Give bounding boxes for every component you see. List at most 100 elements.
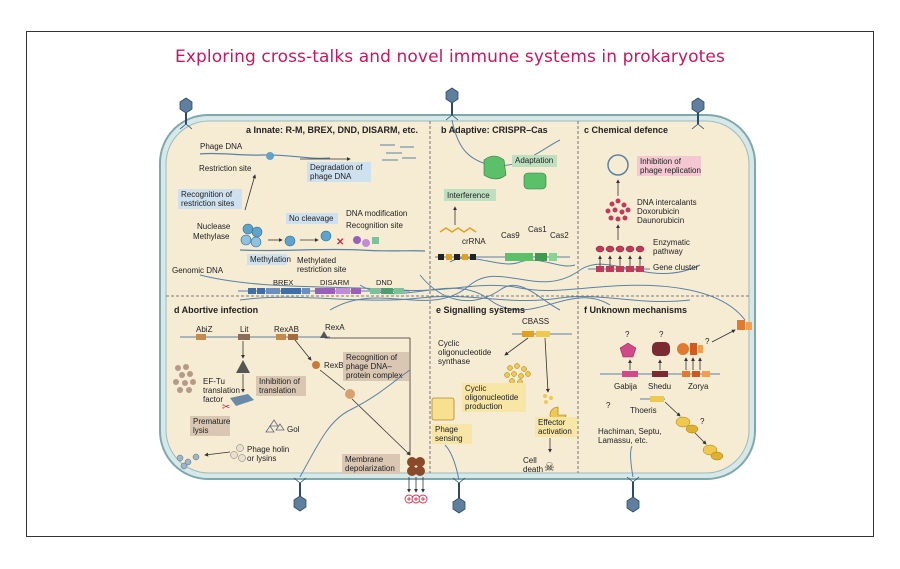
- gene-cluster-label: Gene cluster: [653, 263, 699, 272]
- shedu-label: Shedu: [648, 382, 671, 391]
- cas9-label: Cas9: [501, 231, 520, 240]
- phage-genome-ring-icon: [607, 154, 629, 176]
- crrna-label: crRNA: [462, 237, 486, 246]
- unknown-systems-gene-clusters: [622, 371, 710, 377]
- daunorubicin-label: Daunorubicin: [637, 216, 684, 225]
- thoeris-gene: [650, 396, 664, 402]
- expression-arrows: [628, 357, 702, 370]
- lit-label: Lit: [240, 325, 249, 334]
- dna-fragments-icon: [380, 144, 416, 161]
- dna-modification-proteins-icon: [353, 236, 379, 247]
- panel-f-header: f Unknown mechanisms: [584, 305, 687, 315]
- brex-gene-cluster: [248, 288, 310, 294]
- cyclic-production-label-2: oligonucleotide: [465, 393, 519, 402]
- methylated-label-1: Methylated: [297, 256, 336, 265]
- other-systems-label-2: Lamassu, etc.: [598, 436, 648, 445]
- scissors-icon: ✂: [222, 402, 230, 413]
- figure-title: Exploring cross-talks and novel immune s…: [175, 47, 725, 67]
- panel-a-header: a Innate: R-M, BREX, DND, DISARM, etc.: [246, 125, 418, 135]
- phage-icon: [293, 477, 307, 512]
- membrane-label-2: depolarization: [345, 464, 395, 473]
- recognition-complex-label-1: Recognition of: [346, 353, 398, 362]
- cell-death-label-1: Cell: [523, 456, 537, 465]
- gol-protein-icon: [265, 419, 285, 433]
- gabija-protein-icon: [619, 342, 637, 358]
- membrane-depolarization-box: [342, 454, 400, 474]
- phage-sensing-label-2: sensing: [435, 434, 463, 443]
- zorya-label: Zorya: [688, 382, 709, 391]
- recognition-complex-box: [343, 352, 409, 381]
- zorya-assembly-icon: [737, 320, 752, 330]
- crrna-icon: [439, 227, 477, 233]
- eftu-label-2: translation: [203, 386, 240, 395]
- cyclic-synthase-label-2: oligonucleotide: [438, 348, 492, 357]
- abiz-gene: [196, 334, 206, 340]
- effector-activation-label-2: activation: [538, 427, 572, 436]
- gabija-question: ?: [625, 330, 630, 339]
- enzymatic-label-1: Enzymatic: [653, 238, 690, 247]
- skull-icon: ☠: [544, 460, 555, 474]
- genomic-dna-label: Genomic DNA: [172, 266, 224, 275]
- lit-protease-icon: [236, 360, 250, 373]
- methylation-box: [247, 254, 287, 265]
- adaptation-box: [512, 155, 557, 167]
- rexab-label: RexAB: [274, 325, 299, 334]
- rexa-protein-icon: [320, 331, 328, 338]
- phage-sensing-label-1: Phage: [435, 425, 459, 434]
- other-systems-label-1: Hachiman, Septu,: [598, 427, 662, 436]
- restriction-site-label: Restriction site: [199, 164, 252, 173]
- disarm-gene-cluster: [315, 288, 361, 294]
- premature-lysis-label-1: Premature: [193, 417, 231, 426]
- crispr-array: [438, 254, 476, 260]
- effector-activation-box: [535, 417, 577, 437]
- small-molecules-icon: [605, 198, 631, 222]
- phage-sensor-icon: [431, 397, 455, 421]
- inhibition-replication-label-1: Inhibition of: [640, 157, 682, 166]
- cbass-gene-cluster: [536, 331, 550, 337]
- cyclic-synthase-label-1: Cyclic: [438, 339, 459, 348]
- no-cleavage-box: [286, 213, 338, 224]
- biosynthetic-gene-cluster: [596, 266, 644, 272]
- rexa-label: RexA: [325, 323, 345, 332]
- cbass-label: CBASS: [522, 317, 549, 326]
- cas-gene-cluster: [505, 253, 557, 261]
- ion-efflux-arrows: [407, 477, 425, 493]
- nuclease-blocked-icon: [320, 230, 332, 242]
- abiz-protein-cluster: [173, 364, 196, 393]
- cas1-cas2-complex-icon: [523, 172, 547, 190]
- recognition-complex-label-3: protein complex: [346, 371, 402, 380]
- inhibition-translation-box: [256, 376, 306, 396]
- lysis-debris-icon: [176, 453, 200, 470]
- plus-sign-icon: [407, 497, 425, 501]
- phage-icon: [179, 97, 193, 130]
- phage-dna-label: Phage DNA: [200, 142, 243, 151]
- ion-channel-icon: [407, 457, 425, 476]
- degradation-box: [307, 162, 371, 182]
- eftu-label-1: EF-Tu: [203, 377, 225, 386]
- panel-d-header: d Abortive infection: [174, 305, 258, 315]
- recognition-restriction-box: [178, 189, 242, 209]
- brex-label: BREX: [273, 278, 293, 287]
- gol-label: Gol: [287, 425, 300, 434]
- cyclic-production-box: [462, 383, 526, 412]
- holin-label-2: or lysins: [247, 454, 276, 463]
- thoeris-protein-icon: [675, 416, 699, 434]
- phage-icon: [626, 476, 640, 513]
- cell-death-label-2: death: [523, 465, 543, 474]
- cas9-protein-icon: [483, 155, 507, 180]
- cyclic-production-label-1: Cyclic: [465, 384, 486, 393]
- interference-box: [444, 189, 496, 201]
- cas2-label: Cas2: [550, 231, 569, 240]
- abiz-label: AbiZ: [196, 325, 213, 334]
- recognition-label-2: restriction sites: [181, 199, 234, 208]
- phage-icon: [452, 477, 466, 514]
- cas1-label: Cas1: [528, 225, 547, 234]
- thoeris-label: Thoeris: [630, 406, 657, 415]
- adaptation-label: Adaptation: [515, 156, 553, 165]
- enzymatic-label-2: pathway: [653, 247, 683, 256]
- premature-lysis-box: [190, 416, 230, 436]
- gabija-label: Gabija: [614, 382, 638, 391]
- interference-label: Interference: [447, 191, 490, 200]
- zorya-protein-icon: [677, 343, 703, 355]
